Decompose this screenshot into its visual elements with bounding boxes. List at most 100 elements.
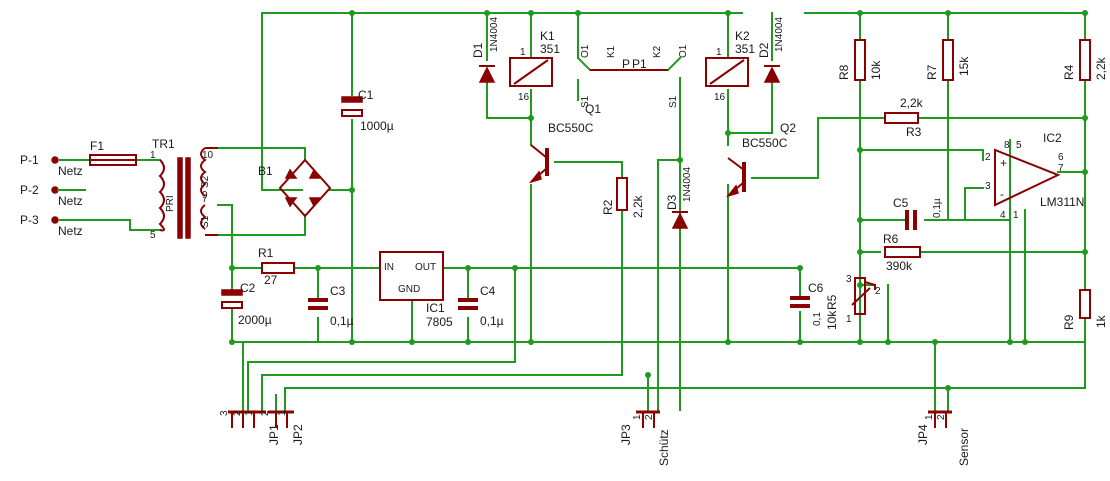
c3-value: 0,1µ (330, 314, 354, 328)
resistor-r1: R1 27 (258, 246, 295, 287)
k1-ref: K1 (540, 29, 555, 43)
svg-text:S1: S1 (668, 95, 679, 108)
svg-text:1: 1 (924, 414, 935, 420)
svg-text:1: 1 (244, 410, 255, 416)
connector-p1-label: P-1 (20, 153, 39, 167)
svg-text:2: 2 (260, 410, 271, 416)
connector-p1: P-1 Netz (20, 153, 83, 178)
c1-ref: C1 (358, 88, 374, 102)
relay-k2: K2 351 1 16 (705, 29, 755, 103)
svg-text:O1: O1 (580, 44, 591, 58)
d1-ref: D1 (471, 42, 485, 58)
jp1-ref: JP1 (267, 424, 281, 445)
svg-text:1: 1 (632, 414, 643, 420)
capacitor-c3: C3 0,1µ (308, 284, 354, 328)
c2-value: 2000µ (238, 313, 272, 327)
svg-text:5: 5 (1016, 140, 1022, 151)
junction-dots (229, 10, 1088, 391)
diode-d2: D2 1N4004 (757, 17, 785, 83)
fuse-f1-ref: F1 (90, 139, 104, 153)
svg-text:K2: K2 (652, 45, 663, 58)
svg-text:1: 1 (150, 150, 156, 161)
transformer-pri: PRI (165, 195, 176, 212)
svg-text:2: 2 (985, 152, 991, 163)
r3-value: 2,2k (900, 96, 924, 110)
ic1-in: IN (384, 262, 394, 273)
svg-text:7: 7 (1058, 163, 1064, 174)
relay-k1: K1 351 1 16 (509, 29, 560, 103)
svg-text:1: 1 (846, 314, 852, 325)
potentiometer-r5: R5 10k 3 2 1 (825, 274, 881, 330)
c6-value: 0,1 (812, 312, 823, 326)
diode-d1: D1 1N4004 (471, 17, 500, 83)
transformer-s1: S1 (200, 215, 211, 228)
svg-text:16: 16 (714, 92, 726, 103)
svg-text:3: 3 (846, 274, 852, 285)
svg-text:3: 3 (219, 410, 230, 416)
jumper-jp2: 2 1 JP2 (260, 410, 305, 445)
r4-ref: R4 (1062, 64, 1076, 80)
svg-text:3: 3 (985, 181, 991, 192)
c4-value: 0,1µ (480, 314, 504, 328)
transistor-q1: Q1 BC550C (528, 102, 601, 184)
jumper-jp3: 1 2 JP3 Schütz (619, 410, 671, 466)
r1-value: 27 (264, 273, 278, 287)
jp3-ref: JP3 (619, 424, 633, 445)
svg-text:6: 6 (1058, 152, 1064, 163)
svg-text:8: 8 (1004, 140, 1010, 151)
ic1-gnd: GND (398, 284, 420, 295)
svg-text:1: 1 (520, 47, 526, 58)
r8-ref: R8 (837, 64, 851, 80)
switch-p1-label: P1 (632, 57, 647, 71)
svg-text:K1: K1 (606, 45, 617, 58)
ic1-out: OUT (415, 262, 436, 273)
svg-text:4: 4 (1000, 210, 1006, 221)
connector-p3: P-3 Netz (20, 213, 83, 238)
d2-ref: D2 (757, 42, 771, 58)
r4-value: 2,2k (1094, 56, 1108, 80)
q2-ref: Q2 (780, 121, 796, 135)
connector-p2: P-2 Netz (20, 183, 86, 208)
r6-value: 390k (886, 259, 913, 273)
k2-ref: K2 (735, 29, 750, 43)
jp4-label: Sensor (957, 428, 971, 466)
r3-ref: R3 (906, 125, 922, 139)
transistor-q2: Q2 BC550C (725, 121, 796, 198)
r5-ref: R5 (825, 294, 839, 310)
transformer-s2: S2 (200, 175, 211, 188)
svg-text:S1: S1 (580, 95, 591, 108)
q1-value: BC550C (548, 121, 594, 135)
d2-value: 1N4004 (774, 17, 785, 52)
r2-ref: R2 (601, 199, 615, 215)
capacitor-c1: C1 1000µ (341, 88, 394, 133)
c5-ref: C5 (893, 196, 909, 210)
connector-p2-net: Netz (58, 194, 83, 208)
connector-p3-net: Netz (58, 224, 83, 238)
svg-text:5: 5 (150, 230, 156, 241)
resistor-r4: R4 2,2k (1062, 39, 1108, 81)
transformer-tr1: TR1 1 5 10 9 7 PRI S2 S1 (150, 137, 218, 241)
k1-value: 351 (540, 42, 560, 56)
connector-p3-label: P-3 (20, 213, 39, 227)
q1-ref: Q1 (585, 102, 601, 116)
svg-text:2: 2 (875, 286, 881, 297)
r7-value: 15k (957, 56, 971, 76)
transformer-ref: TR1 (152, 137, 175, 151)
r1-ref: R1 (258, 246, 274, 260)
svg-text:O1: O1 (678, 44, 689, 58)
connector-p2-label: P-2 (20, 183, 39, 197)
d1-value: 1N4004 (489, 17, 500, 52)
connector-p1-net: Netz (58, 164, 83, 178)
jp3-label: Schütz (657, 429, 671, 466)
svg-text:2: 2 (644, 414, 655, 420)
q2-value: BC550C (742, 136, 788, 150)
ic2-plus: + (1000, 156, 1007, 170)
relay-switch-contacts: P P1 O1 K1 K2 O1 S1 S1 (580, 44, 689, 108)
fuse-f1: F1 (89, 139, 137, 166)
svg-text:1: 1 (277, 410, 288, 416)
ic2-minus: - (1000, 187, 1004, 201)
r9-value: 1k (1094, 314, 1108, 328)
capacitor-c4: C4 0,1µ (458, 284, 504, 328)
c2-ref: C2 (240, 281, 256, 295)
d3-value: 1N4004 (682, 167, 693, 202)
